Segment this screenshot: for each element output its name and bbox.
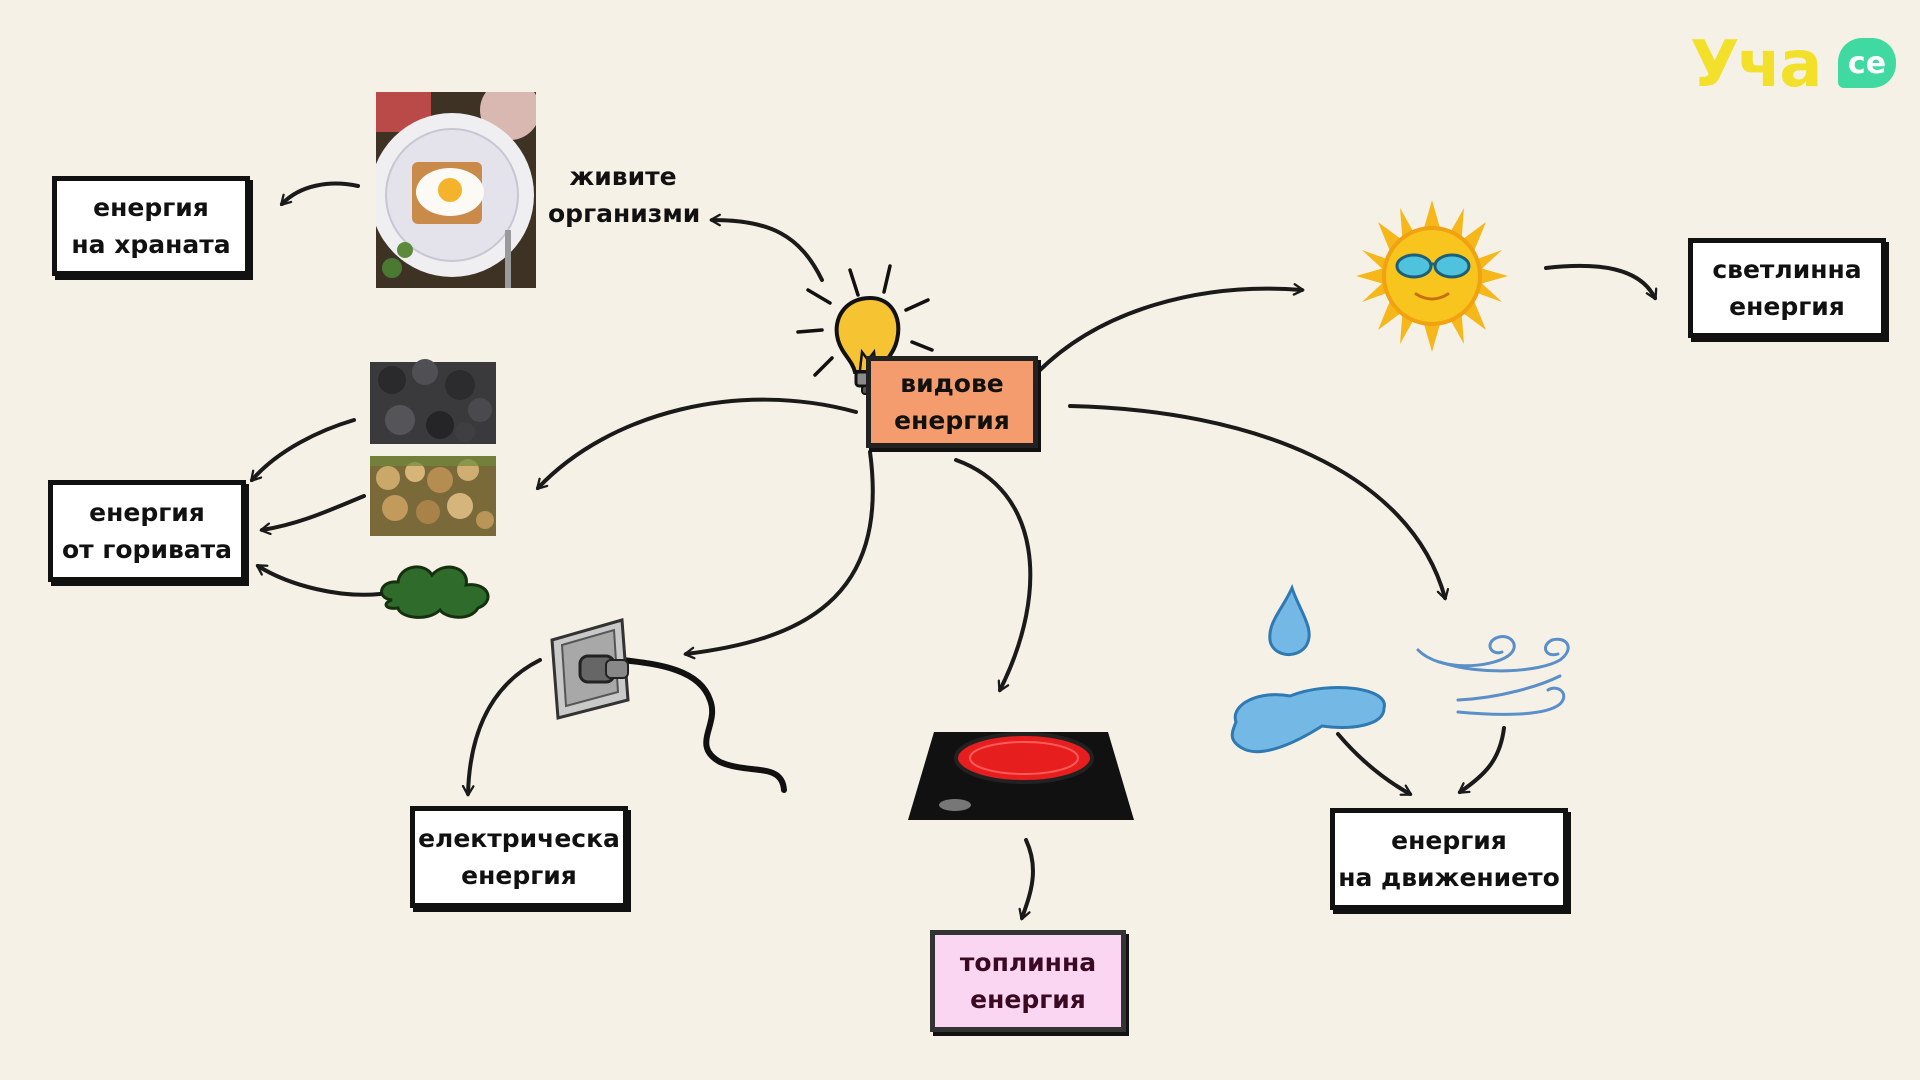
arrow-wood-to-fuels: [259, 494, 366, 536]
organisms-label: живите организми: [548, 158, 701, 232]
organisms-line1: живите: [569, 162, 677, 191]
center-node-line2: енергия: [894, 406, 1010, 435]
node-light-line1: светлинна: [1712, 255, 1862, 284]
organisms-line2: организми: [548, 199, 701, 228]
arrows-layer: [250, 181, 1658, 921]
arrow-to-hotplate: [954, 458, 1033, 693]
node-heat-line2: енергия: [970, 985, 1086, 1014]
node-heat-energy: топлинна енергия: [930, 930, 1126, 1032]
arrow-coal-to-fuels: [250, 418, 356, 483]
node-light-line2: енергия: [1729, 292, 1845, 321]
node-fuel-line1: енергия: [89, 498, 205, 527]
power-socket-icon: [550, 618, 787, 793]
arrow-to-light-source: [1036, 283, 1305, 374]
arrow-to-food: [279, 181, 360, 207]
arrow-gas-to-fuels: [255, 564, 382, 597]
uchase-logo: Уча: [1690, 28, 1822, 102]
node-electric-line2: енергия: [461, 861, 577, 890]
arrow-to-motion-source: [1068, 404, 1450, 601]
node-food-energy: енергия на храната: [52, 176, 250, 276]
arrow-wind-to-motion: [1457, 726, 1506, 794]
center-node-energy-types: видове енергия: [866, 356, 1038, 448]
gas-cloud-icon: [380, 565, 490, 619]
node-fuel-line2: от горивата: [61, 535, 233, 564]
node-motion-line1: енергия: [1391, 826, 1507, 855]
node-electric-line1: електрическа: [418, 824, 620, 853]
arrow-socket-to-electric: [461, 658, 542, 797]
node-fuel-energy: енергия от горивата: [48, 480, 246, 582]
arrow-water-to-motion: [1336, 732, 1413, 796]
node-motion-energy: енергия на движението: [1330, 808, 1568, 910]
water-drop-icon: [1230, 583, 1386, 754]
node-motion-line2: на движението: [1338, 863, 1560, 892]
node-light-energy: светлинна енергия: [1688, 238, 1886, 338]
node-food-line2: на храната: [71, 230, 231, 259]
wind-icon: [1416, 635, 1570, 716]
arrow-to-socket: [683, 450, 875, 660]
node-electric-energy: електрическа енергия: [410, 806, 628, 908]
arrow-hotplate-to-heat: [1018, 838, 1035, 921]
uchase-logo-badge: се: [1838, 38, 1896, 88]
center-node-line1: видове: [900, 369, 1004, 398]
arrow-to-light-energy: [1544, 263, 1658, 301]
arrow-to-organisms: [709, 213, 824, 282]
hot-plate-icon: [908, 732, 1134, 820]
arrow-to-fuels-center: [535, 397, 858, 491]
node-heat-line1: топлинна: [959, 948, 1097, 977]
coal-icon: [370, 359, 496, 444]
sun-icon: [1356, 200, 1508, 352]
node-food-line1: енергия: [93, 193, 209, 222]
firewood-icon: [370, 456, 496, 536]
food-plate-icon: [376, 92, 536, 288]
